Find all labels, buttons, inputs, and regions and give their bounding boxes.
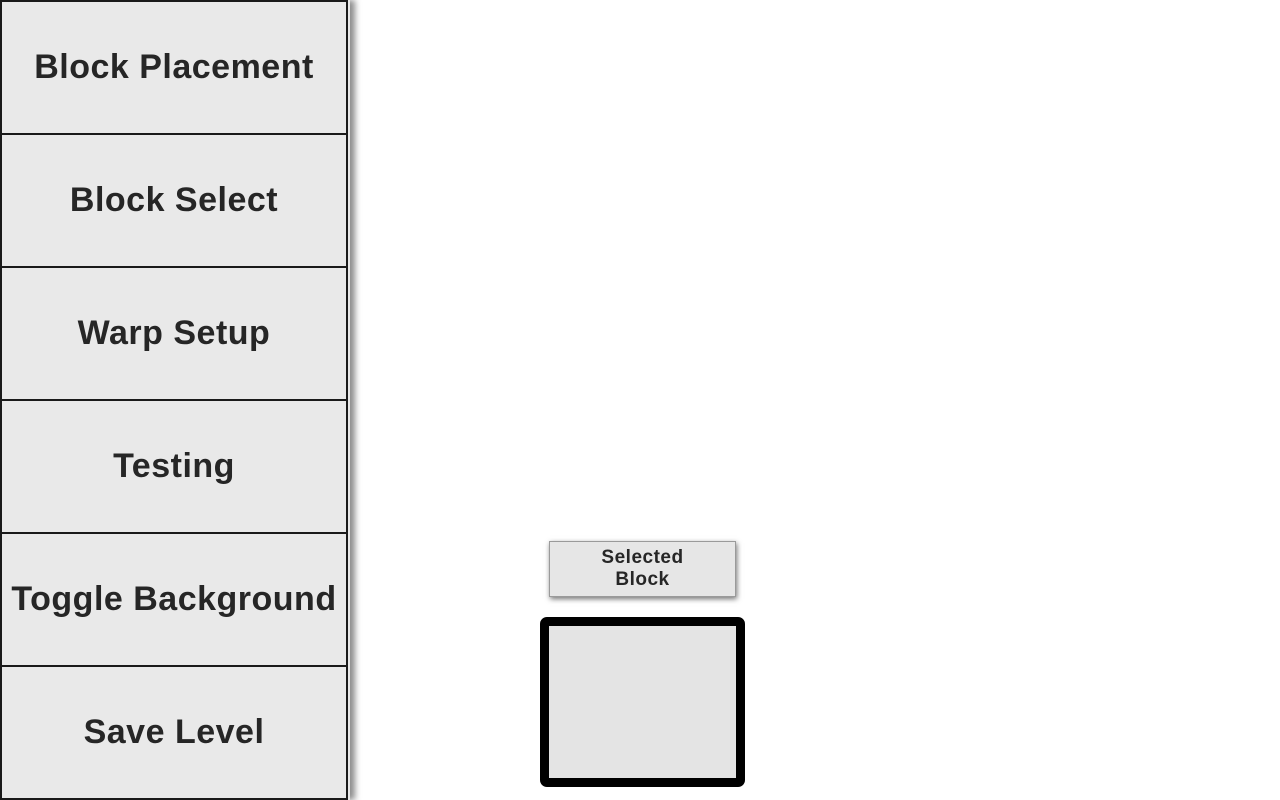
selected-block-label: Selected Block bbox=[601, 547, 684, 590]
block-placement-button[interactable]: Block Placement bbox=[0, 0, 348, 133]
toggle-background-button[interactable]: Toggle Background bbox=[0, 532, 348, 665]
save-level-label: Save Level bbox=[83, 713, 265, 751]
block-placement-label: Block Placement bbox=[34, 48, 314, 86]
warp-setup-label: Warp Setup bbox=[77, 314, 271, 352]
selected-block-label-box: Selected Block bbox=[549, 541, 736, 597]
toggle-background-label: Toggle Background bbox=[11, 580, 337, 618]
editor-sidebar: Block Placement Block Select Warp Setup … bbox=[0, 0, 350, 800]
testing-button[interactable]: Testing bbox=[0, 399, 348, 532]
block-select-label: Block Select bbox=[69, 181, 279, 219]
block-select-button[interactable]: Block Select bbox=[0, 133, 348, 266]
testing-label: Testing bbox=[113, 447, 235, 485]
selected-block-preview[interactable] bbox=[540, 617, 745, 787]
save-level-button[interactable]: Save Level bbox=[0, 665, 348, 800]
warp-setup-button[interactable]: Warp Setup bbox=[0, 266, 348, 399]
